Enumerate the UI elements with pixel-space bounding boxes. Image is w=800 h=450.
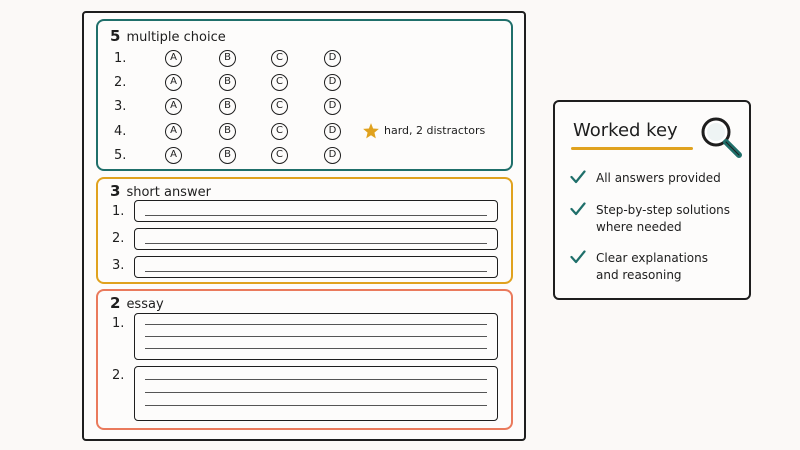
essay-label: essay (126, 297, 164, 312)
answer-bubble-c[interactable]: C (271, 50, 288, 67)
answer-bubble-c[interactable]: C (271, 147, 288, 164)
answer-bubble-d[interactable]: D (324, 98, 341, 115)
title-underline (571, 147, 693, 150)
answer-bubble-b[interactable]: B (219, 123, 236, 140)
short-answer-box[interactable] (134, 228, 498, 250)
answer-bubble-a[interactable]: A (165, 74, 182, 91)
answer-bubble-b[interactable]: B (219, 50, 236, 67)
answer-bubble-a[interactable]: A (165, 123, 182, 140)
essay-title: 2 essay (110, 294, 164, 312)
key-feature-text: All answers provided (596, 171, 721, 185)
mc-question-number: 3. (114, 99, 127, 114)
multiple-choice-section (96, 19, 513, 171)
answer-bubble-d[interactable]: D (324, 123, 341, 140)
sa-question-number: 3. (112, 258, 125, 273)
short-answer-box[interactable] (134, 256, 498, 278)
worked-key-card: Worked key (553, 100, 751, 300)
answer-bubble-c[interactable]: C (271, 123, 288, 140)
difficulty-note: hard, 2 distractors (384, 124, 486, 137)
answer-bubble-b[interactable]: B (219, 74, 236, 91)
essay-question-number: 1. (112, 316, 125, 331)
worked-key-title: Worked key (573, 120, 678, 141)
multiple-choice-label: multiple choice (126, 30, 226, 45)
short-answer-box[interactable] (134, 200, 498, 222)
short-answer-label: short answer (126, 185, 211, 200)
sa-question-number: 2. (112, 231, 125, 246)
answer-bubble-a[interactable]: A (165, 50, 182, 67)
check-icon (570, 202, 586, 216)
essay-section (96, 289, 513, 430)
answer-bubble-b[interactable]: B (219, 98, 236, 115)
mc-question-number: 2. (114, 75, 127, 90)
essay-answer-box[interactable] (134, 366, 498, 421)
check-icon (570, 250, 586, 264)
magnifier-icon (701, 117, 742, 158)
mc-question-number: 5. (114, 148, 127, 163)
essay-count: 2 (110, 294, 121, 312)
short-answer-section (96, 177, 513, 284)
sa-question-number: 1. (112, 204, 125, 219)
essay-answer-box[interactable] (134, 313, 498, 360)
answer-bubble-d[interactable]: D (324, 50, 341, 67)
star-icon (363, 123, 379, 139)
short-answer-title: 3 short answer (110, 182, 211, 200)
key-feature-text: Clear explanations and reasoning (596, 251, 708, 282)
answer-bubble-a[interactable]: A (165, 147, 182, 164)
short-answer-count: 3 (110, 182, 121, 200)
multiple-choice-count: 5 (110, 27, 121, 45)
answer-bubble-d[interactable]: D (324, 147, 341, 164)
check-icon (570, 170, 586, 184)
mc-question-number: 1. (114, 51, 127, 66)
answer-bubble-c[interactable]: C (271, 74, 288, 91)
answer-bubble-d[interactable]: D (324, 74, 341, 91)
answer-bubble-b[interactable]: B (219, 147, 236, 164)
key-feature-text: Step-by-step solutions where needed (596, 203, 731, 234)
mc-question-number: 4. (114, 124, 127, 139)
multiple-choice-title: 5 multiple choice (110, 27, 226, 45)
essay-question-number: 2. (112, 368, 125, 383)
answer-bubble-a[interactable]: A (165, 98, 182, 115)
answer-bubble-c[interactable]: C (271, 98, 288, 115)
